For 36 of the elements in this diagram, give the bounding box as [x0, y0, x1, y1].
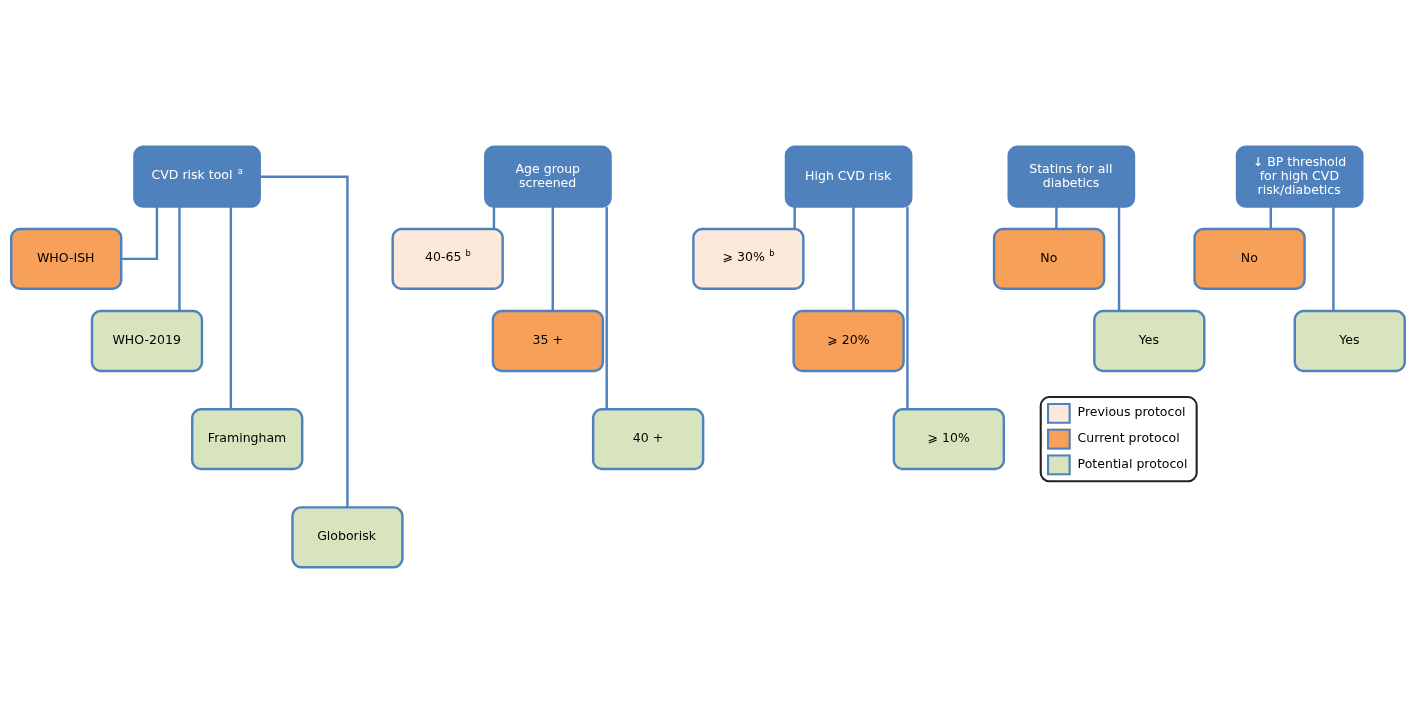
connector: [551, 206, 554, 311]
connector: [1332, 206, 1335, 311]
node-box: 40 +: [591, 408, 705, 471]
legend-label: Potential protocol: [1077, 455, 1188, 471]
node-box: 40-65 $^{b}$: [391, 227, 504, 290]
connector: [1269, 206, 1272, 229]
connector: [1055, 206, 1058, 229]
connector: [852, 206, 855, 311]
node-box: No: [1193, 227, 1306, 290]
node-box: WHO-2019: [90, 309, 204, 373]
node-box: Yes: [1293, 309, 1406, 373]
connector: [793, 206, 796, 229]
legend-label: Current protocol: [1077, 430, 1180, 446]
connector: [906, 206, 909, 410]
node-box: Age group screened: [484, 145, 612, 208]
node-box: Statins for all diabetics: [1007, 145, 1136, 208]
connector: [259, 175, 349, 508]
node-box: Framingham: [191, 408, 304, 471]
node-box: High CVD risk: [784, 145, 913, 208]
node-box: No: [992, 227, 1106, 290]
connector: [1117, 206, 1121, 311]
node-box: ⩾ 30% $^{b}$: [692, 227, 805, 290]
connector: [492, 206, 496, 229]
node-box: ⩾ 20%: [792, 309, 905, 373]
node-box: Globorisk: [291, 506, 404, 569]
node-box: CVD risk tool $^{a}$: [133, 145, 261, 208]
connector: [229, 206, 233, 410]
legend-label: Previous protocol: [1077, 404, 1186, 420]
node-box: 35 +: [491, 309, 605, 373]
node-box: WHO-ISH: [10, 227, 123, 290]
connector: [178, 206, 181, 311]
connector: [605, 206, 608, 410]
connector: [121, 206, 159, 261]
node-box: ⩾ 10%: [892, 408, 1006, 471]
node-box: ↓ BP threshold for high CVD risk/diabetics: [1235, 145, 1364, 208]
node-box: Yes: [1093, 309, 1206, 373]
